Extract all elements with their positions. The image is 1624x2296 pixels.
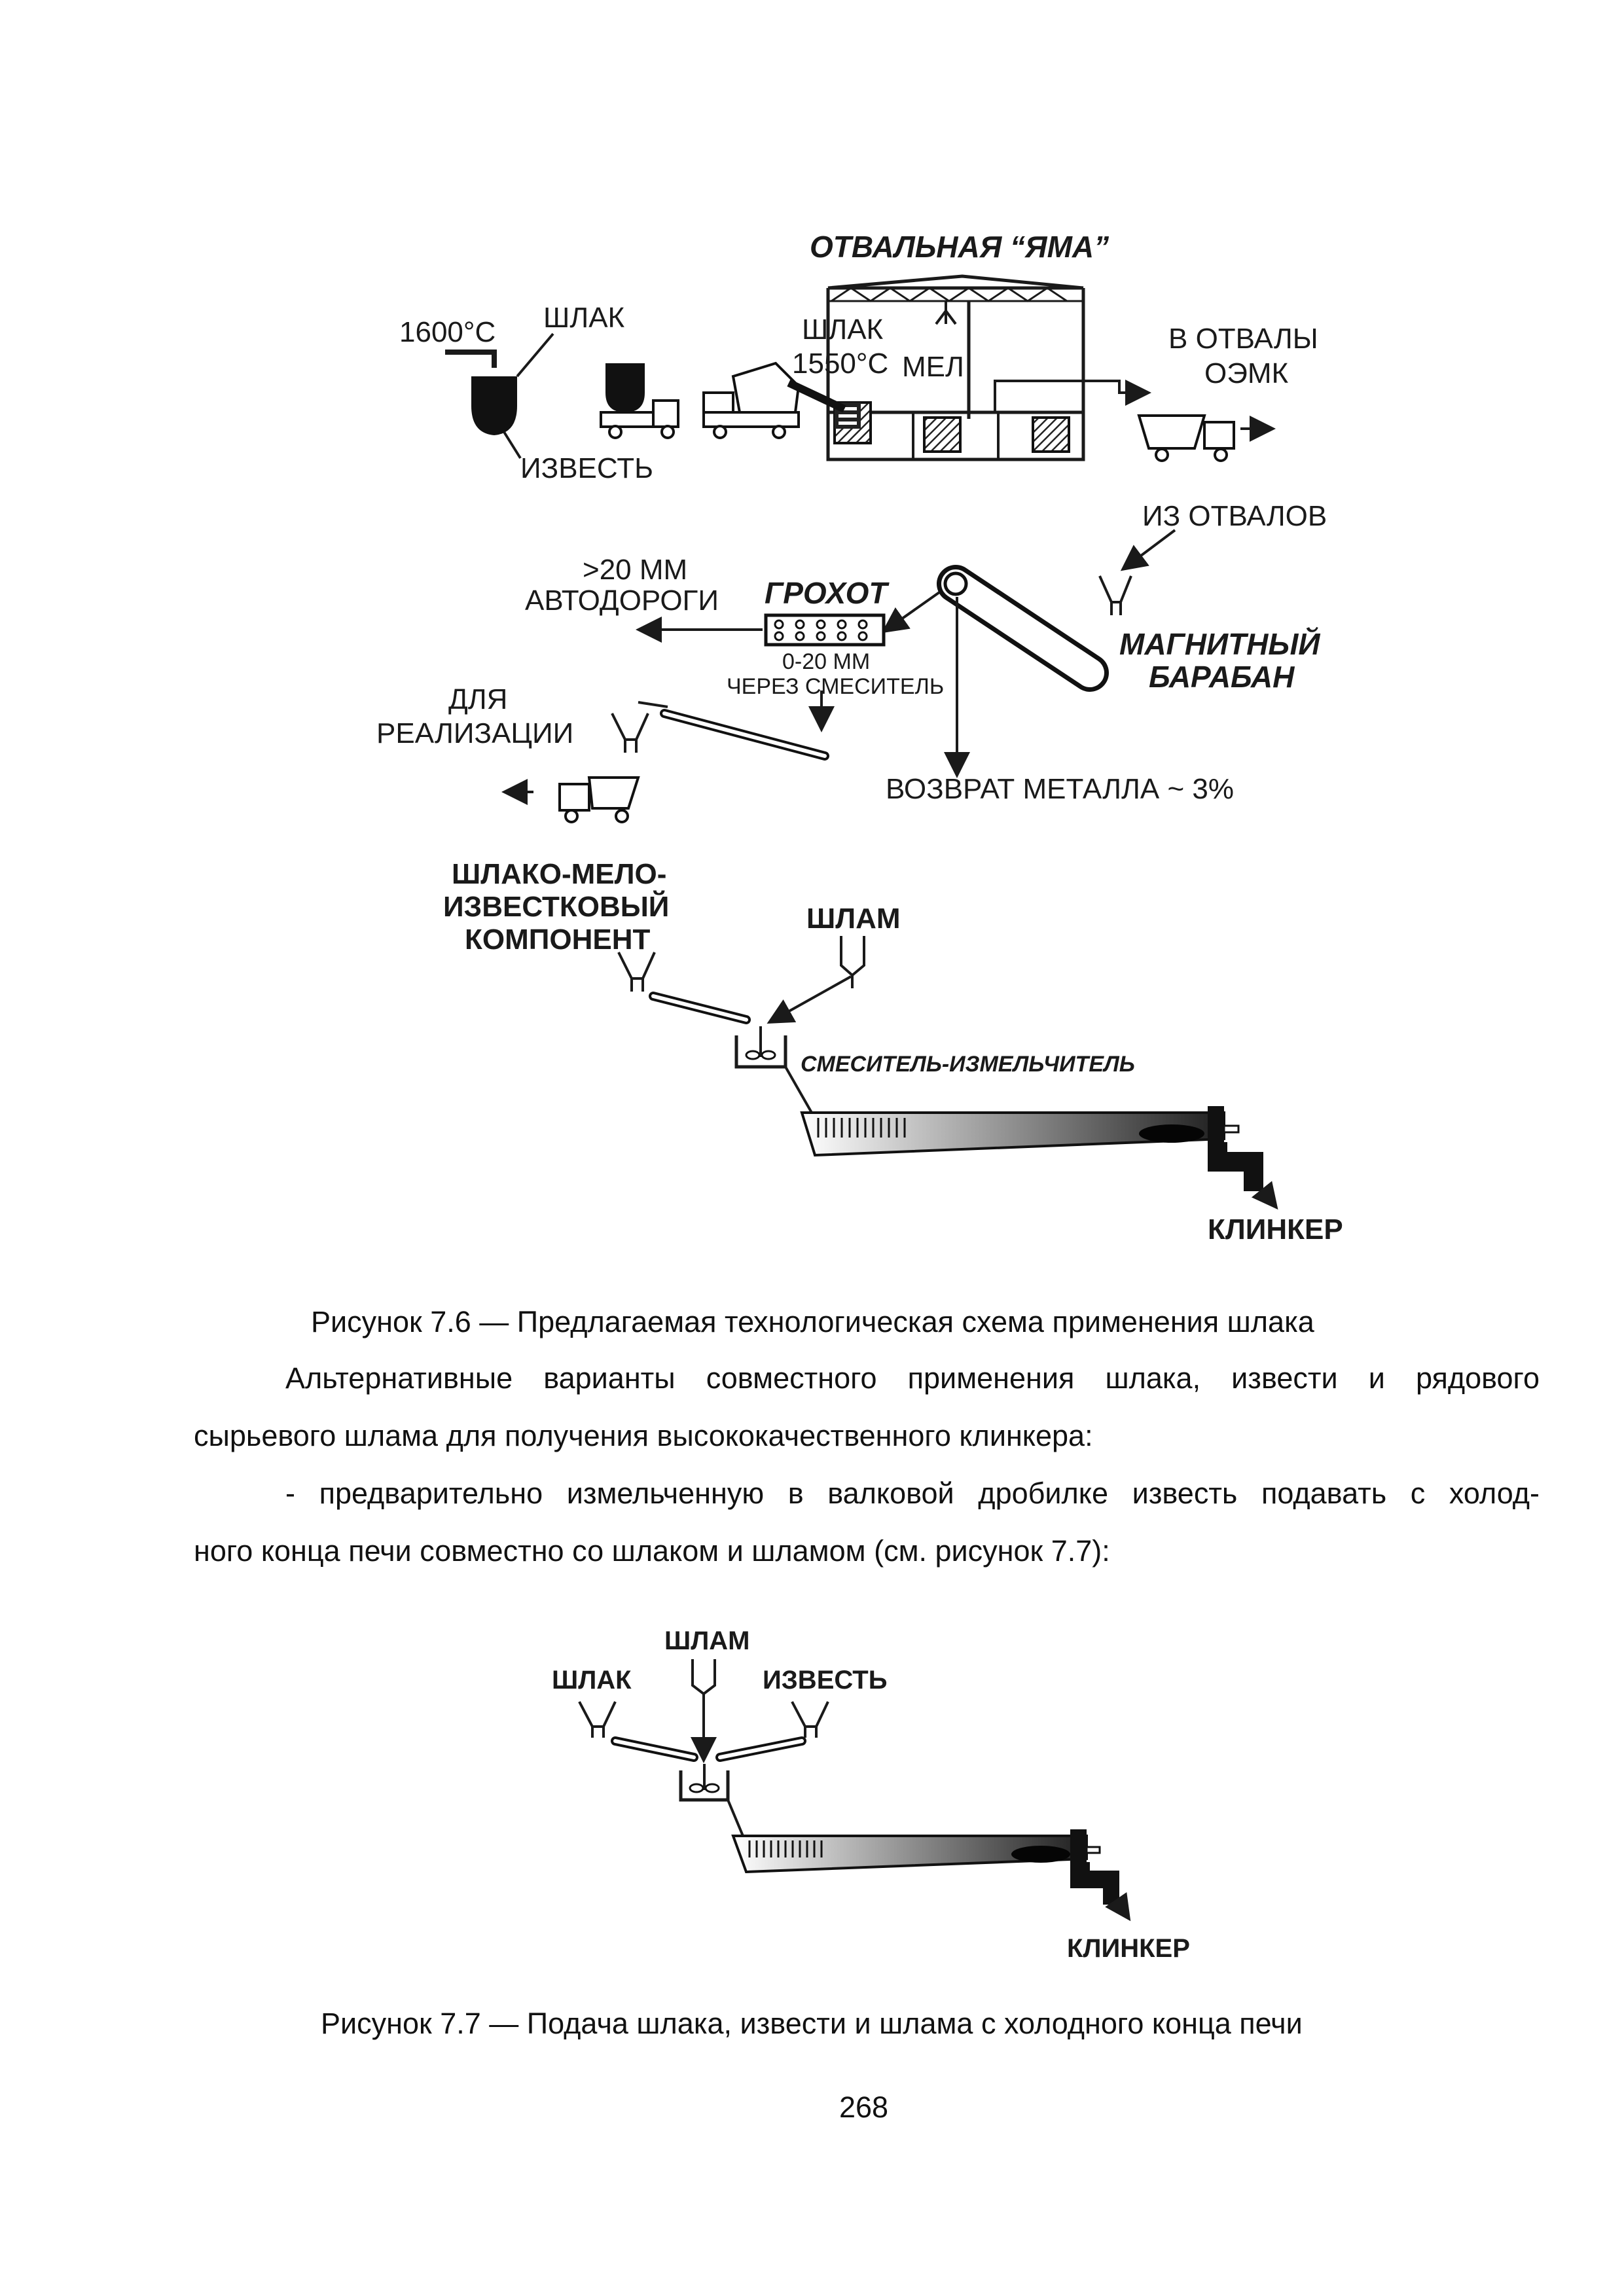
from-dumps-label: ИЗ ОТВАЛОВ (1142, 500, 1327, 532)
figure-7-6-caption: Рисунок 7.6 — Предлагаемая технологическ… (311, 1305, 1314, 1338)
slag-label: ШЛАК (543, 302, 625, 334)
to-dumps-oemk-label: ОЭМК (1204, 357, 1289, 389)
fraction-label: 0-20 ММ (782, 649, 870, 674)
magnetic-drum-conveyor (881, 565, 1109, 778)
from-dumps-hopper (1098, 529, 1176, 615)
lime-hopper-conveyor (715, 1701, 829, 1762)
component-feed (617, 952, 751, 1024)
component-label-2: ИЗВЕСТКОВЫЙ (443, 889, 669, 923)
fig77-lime-label: ИЗВЕСТЬ (763, 1666, 887, 1695)
screen-grokhot (636, 613, 886, 732)
chalk-label: МЕЛ (902, 351, 964, 383)
for-sale-label-2: РЕАЛИЗАЦИИ (376, 717, 573, 749)
roads-label: АВТОДОРОГИ (525, 584, 719, 617)
temp-1550-label: 1550°С (792, 348, 888, 380)
slag-pit-building (826, 274, 1151, 461)
to-dumps-label: В ОТВАЛЫ (1168, 323, 1318, 355)
figure-7-7-diagram: ШЛАМ ШЛАК ИЗВЕСТЬ КЛИНКЕР (552, 1626, 1190, 1963)
body-line-1: Альтернативные варианты совместного прим… (285, 1361, 1540, 1395)
body-line-4: ного конца печи совместно со шлаком и шл… (194, 1534, 1110, 1568)
clinker-label: КЛИНКЕР (1208, 1213, 1343, 1246)
ladle (445, 332, 554, 459)
rotary-kiln (800, 1106, 1278, 1210)
sale-truck (501, 776, 640, 823)
mixer-grinder (734, 1026, 813, 1113)
sludge-hopper-2 (691, 1659, 717, 1763)
figure-7-6-diagram: ОТВАЛЬНАЯ “ЯМА” 1600°С ШЛАК ИЗВЕСТЬ ШЛАК… (376, 230, 1343, 1246)
metal-return-label: ВОЗВРАТ МЕТАЛЛА ~ 3% (886, 773, 1234, 805)
for-sale-label-1: ДЛЯ (448, 683, 507, 715)
fig77-slag-label: ШЛАК (552, 1666, 632, 1695)
pit-slag-label: ШЛАК (802, 314, 884, 346)
magnetic-drum-label-2: БАРАБАН (1149, 660, 1295, 694)
component-label-3: КОМПОНЕНТ (465, 924, 650, 956)
magnetic-drum-label-1: МАГНИТНЫЙ (1119, 627, 1320, 661)
dump-truck (1137, 414, 1276, 462)
component-label-1: ШЛАКО-МЕЛО- (452, 858, 666, 890)
rotary-kiln-2 (731, 1829, 1131, 1922)
fig77-clinker-label: КЛИНКЕР (1067, 1934, 1190, 1963)
over-20-label: >20 ММ (583, 554, 687, 586)
mixer-label: СМЕСИТЕЛЬ-ИЗМЕЛЬЧИТЕЛЬ (801, 1052, 1135, 1077)
body-line-3: - предварительно измельченную в валковой… (285, 1477, 1540, 1510)
screen-label: ГРОХОТ (765, 576, 890, 610)
page-number: 268 (839, 2090, 889, 2124)
slag-carrier-truck (702, 361, 846, 439)
temp-1600-label: 1600°С (399, 316, 496, 348)
fig77-sludge-label: ШЛАМ (664, 1626, 749, 1655)
sludge-hopper (767, 936, 865, 1024)
via-mixer-label: ЧЕРЕЗ СМЕСИТЕЛЬ (727, 674, 944, 699)
figure-7-7-caption: Рисунок 7.7 — Подача шлака, извести и шл… (321, 2007, 1303, 2040)
sludge-label: ШЛАМ (806, 903, 901, 935)
lime-label: ИЗВЕСТЬ (520, 452, 653, 484)
pit-title: ОТВАЛЬНАЯ “ЯМА” (810, 230, 1109, 264)
mixer-2 (679, 1764, 744, 1837)
slag-ladle-truck (600, 363, 679, 439)
body-text: Альтернативные варианты совместного прим… (194, 1350, 1540, 1580)
sale-conveyor (611, 701, 829, 761)
slag-hopper-conveyor (578, 1701, 698, 1762)
body-line-2: сырьевого шлама для получения высококаче… (194, 1419, 1093, 1452)
